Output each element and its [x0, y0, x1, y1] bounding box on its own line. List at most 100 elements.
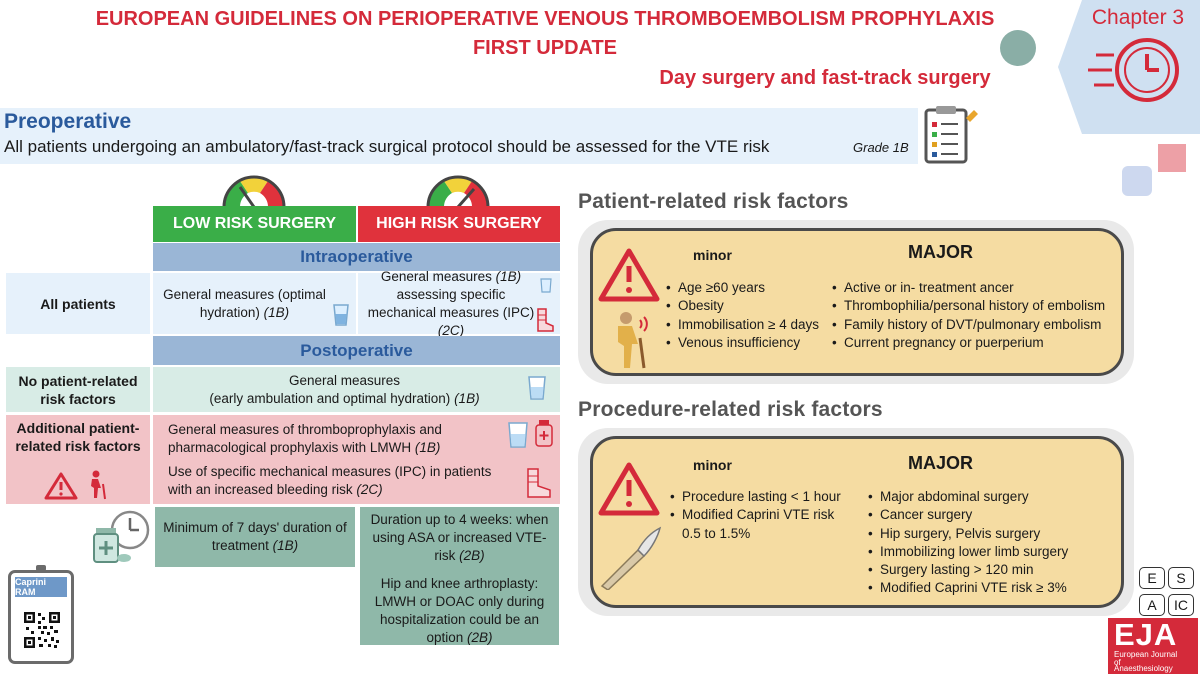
intra-high-cell: General measures (1B) assessing specific… — [358, 269, 560, 338]
duration-high-1-text: Duration up to 4 weeks: when using ASA o… — [370, 512, 549, 563]
duration-low-cell: Minimum of 7 days' duration of treatment… — [155, 507, 355, 567]
list-item: Modified Caprini VTE risk ≥ 3% — [868, 579, 1068, 598]
eja-logo-sub1: European Journal — [1114, 650, 1178, 659]
list-item: Venous insufficiency — [666, 334, 819, 353]
duration-high-1-grade: (2B) — [459, 548, 485, 563]
warning-triangle-icon — [598, 462, 660, 516]
post-add-1-text: General measures of thromboprophylaxis a… — [168, 422, 442, 455]
list-item: Thrombophilia/personal history of emboli… — [832, 297, 1105, 316]
list-item: Family history of DVT/pulmonary embolism — [832, 316, 1105, 335]
post-add-1-grade: (1B) — [414, 440, 441, 455]
list-item: Cancer surgery — [868, 506, 1068, 525]
list-item: Immobilizing lower limb surgery — [868, 543, 1068, 562]
post-add-2-text: Use of specific mechanical measures (IPC… — [168, 464, 492, 497]
warning-triangle-icon — [44, 472, 78, 500]
chapter-hexagon — [1058, 0, 1200, 134]
duration-high-2-grade: (2B) — [467, 630, 493, 645]
elderly-person-icon — [91, 470, 106, 500]
preoperative-grade: Grade 1B — [853, 140, 909, 155]
list-item: Immobilisation ≥ 4 days — [666, 316, 819, 335]
duration-high-2-text: Hip and knee arthroplasty: LMWH or DOAC … — [374, 576, 545, 645]
patient-major-label: MAJOR — [908, 242, 974, 262]
water-glass-icon — [333, 304, 349, 326]
intra-high-grade1: (1B) — [495, 268, 522, 284]
list-item: Surgery lasting > 120 min — [868, 561, 1068, 580]
post-additional-cell — [153, 415, 560, 504]
procedure-major-list: Major abdominal surgery Cancer surgery H… — [868, 488, 1068, 598]
postoperative-header: Postoperative — [153, 336, 560, 365]
decorative-circle — [1000, 30, 1036, 66]
eja-logo-sub3: Anaesthesiology — [1114, 664, 1173, 673]
esac-logo-e: E — [1139, 567, 1165, 589]
checklist-clipboard-icon — [924, 106, 978, 164]
list-item: Procedure lasting < 1 hour — [670, 488, 852, 507]
medicine-vial-icon — [535, 420, 553, 447]
main-title-line2: FIRST UPDATE — [472, 37, 618, 59]
main-title-line1: EUROPEAN GUIDELINES ON PERIOPERATIVE VEN… — [95, 8, 995, 30]
esac-logo-ic: IC — [1168, 594, 1194, 616]
eja-logo-text: EJA — [1114, 617, 1178, 652]
row-label-additional: Additional patient-related risk factors — [6, 415, 150, 504]
esac-logo-s: S — [1168, 567, 1194, 589]
scalpel-icon — [600, 526, 662, 590]
caprini-ram-card[interactable]: Caprini RAM — [8, 565, 74, 664]
water-glass-small-icon — [540, 278, 552, 293]
patient-factors-heading: Patient-related risk factors — [578, 190, 849, 213]
clipboard-clip — [36, 565, 46, 571]
post-none-text1: General measures — [288, 372, 401, 388]
low-risk-header: LOW RISK SURGERY — [153, 206, 356, 242]
eja-logo-sub2: of — [1114, 658, 1121, 667]
intra-low-grade: (1B) — [263, 304, 290, 320]
low-risk-gauge-icon — [222, 175, 286, 208]
duration-low-text: Minimum of 7 days' duration of treatment — [163, 520, 347, 553]
compression-boot-icon — [537, 308, 554, 332]
preoperative-heading: Preoperative — [4, 110, 132, 133]
decorative-square-pink — [1158, 144, 1186, 172]
preoperative-banner — [0, 108, 918, 164]
procedure-minor-label: minor — [693, 457, 732, 473]
page-subtitle: Day surgery and fast-track surgery — [659, 67, 991, 89]
patient-major-list: Active or in- treatment ancer Thrombophi… — [832, 279, 1105, 352]
intra-low-text: General measures (optimal hydration) — [163, 286, 326, 320]
esac-logo-a: A — [1139, 594, 1165, 616]
intra-high-grade2: (2C) — [437, 322, 465, 338]
list-item: Age ≥60 years — [666, 279, 819, 298]
list-item: Hip surgery, Pelvis surgery — [868, 525, 1068, 544]
row-label-no-risk: No patient-related risk factors — [6, 367, 150, 412]
post-add-2: Use of specific mechanical measures (IPC… — [168, 463, 514, 499]
duration-high-cell: Duration up to 4 weeks: when using ASA o… — [360, 507, 559, 645]
patient-minor-list: Age ≥60 years Obesity Immobilisation ≥ 4… — [666, 279, 819, 352]
elderly-person-icon — [618, 312, 648, 369]
preoperative-statement: All patients undergoing an ambulatory/fa… — [4, 137, 770, 156]
chapter-label: Chapter 3 — [1091, 6, 1185, 29]
intra-high-text1: General measures — [380, 268, 492, 284]
list-item: Current pregnancy or puerperium — [832, 334, 1105, 353]
post-none-text2: (early ambulation and optimal hydration) — [209, 390, 451, 406]
post-add-1: General measures of thromboprophylaxis a… — [168, 421, 514, 457]
list-item: Active or in- treatment ancer — [832, 279, 1105, 298]
patient-minor-label: minor — [693, 247, 732, 263]
list-item: Obesity — [666, 297, 819, 316]
intraoperative-header: Intraoperative — [153, 243, 560, 271]
procedure-major-label: MAJOR — [908, 453, 974, 473]
water-glass-icon — [508, 422, 528, 448]
intra-low-cell: General measures (optimal hydration) (1B… — [153, 273, 356, 334]
post-none-grade: (1B) — [454, 390, 480, 406]
high-risk-gauge-icon — [426, 175, 490, 208]
warning-triangle-icon — [598, 248, 660, 302]
caprini-ram-label: Caprini RAM — [15, 577, 67, 597]
post-none-cell: General measures (early ambulation and o… — [153, 367, 560, 412]
compression-boot-icon — [527, 468, 551, 498]
eja-logo: EJA European Journal of Anaesthesiology — [1108, 618, 1198, 674]
intra-high-text2: assessing specific mechanical measures (… — [367, 286, 535, 320]
medication-clock-icon — [93, 510, 150, 563]
duration-low-grade: (1B) — [272, 538, 299, 553]
water-glass-icon — [528, 376, 546, 400]
high-risk-header: HIGH RISK SURGERY — [358, 206, 560, 242]
procedure-minor-list: Procedure lasting < 1 hour Modified Capr… — [670, 488, 852, 543]
qr-code-icon — [23, 611, 61, 649]
post-add-2-grade: (2C) — [356, 482, 383, 497]
decorative-square-blue — [1122, 166, 1152, 196]
row-label-all-patients: All patients — [6, 273, 150, 334]
list-item: Major abdominal surgery — [868, 488, 1068, 507]
